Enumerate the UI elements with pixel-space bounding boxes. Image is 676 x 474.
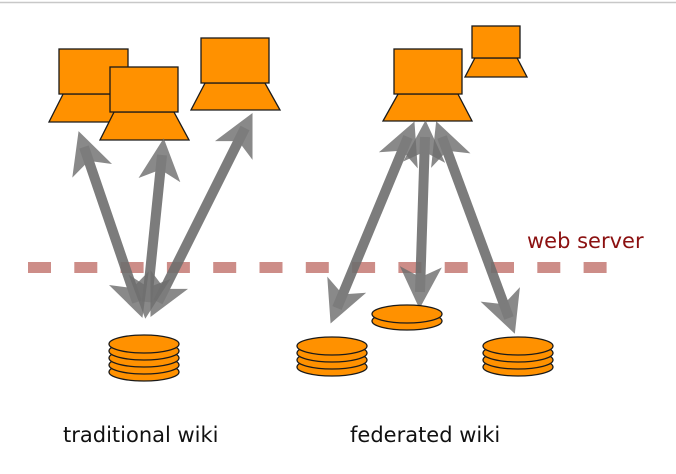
laptop-keyboard [98, 111, 191, 141]
laptop-keyboard [189, 82, 282, 111]
federated-wiki-caption: federated wiki [350, 423, 500, 447]
boundary-dash [28, 262, 51, 273]
bidirectional-arrow [399, 120, 446, 309]
bidirectional-arrow [150, 112, 253, 318]
bidirectional-arrow [72, 131, 149, 318]
laptop-screen [393, 48, 463, 95]
boundary-dash [259, 262, 283, 273]
client-laptops [47, 25, 529, 141]
laptop-keyboard [381, 93, 474, 122]
client-laptop-3 [189, 37, 282, 111]
laptop-screen [471, 25, 521, 59]
traditional-wiki-caption: traditional wiki [63, 423, 219, 447]
boundary-dash [74, 262, 98, 273]
database-right [482, 336, 554, 377]
client-laptop-2 [98, 66, 191, 141]
shared-database [108, 334, 180, 382]
boundary-dash [537, 262, 561, 273]
boundary-dash [213, 262, 237, 273]
database-disc [371, 304, 443, 324]
client-laptop-small [463, 25, 529, 78]
connection-arrows [72, 112, 520, 334]
boundary-dash [305, 262, 329, 273]
laptop-keyboard [463, 57, 529, 78]
laptop-screen [200, 37, 270, 84]
web-server-label: web server [527, 229, 644, 253]
laptop-screen [109, 66, 179, 113]
boundary-dash [583, 262, 607, 273]
databases [108, 304, 554, 382]
database-middle [371, 304, 443, 331]
database-disc [482, 336, 554, 356]
bidirectional-arrow [327, 121, 418, 324]
database-left [296, 336, 368, 377]
bidirectional-arrow [431, 121, 520, 334]
database-disc [108, 334, 180, 354]
bidirectional-arrow [128, 138, 181, 319]
web-server-boundary [28, 262, 607, 273]
client-laptop-main [381, 48, 474, 122]
database-disc [296, 336, 368, 356]
boundary-dash [444, 262, 468, 273]
